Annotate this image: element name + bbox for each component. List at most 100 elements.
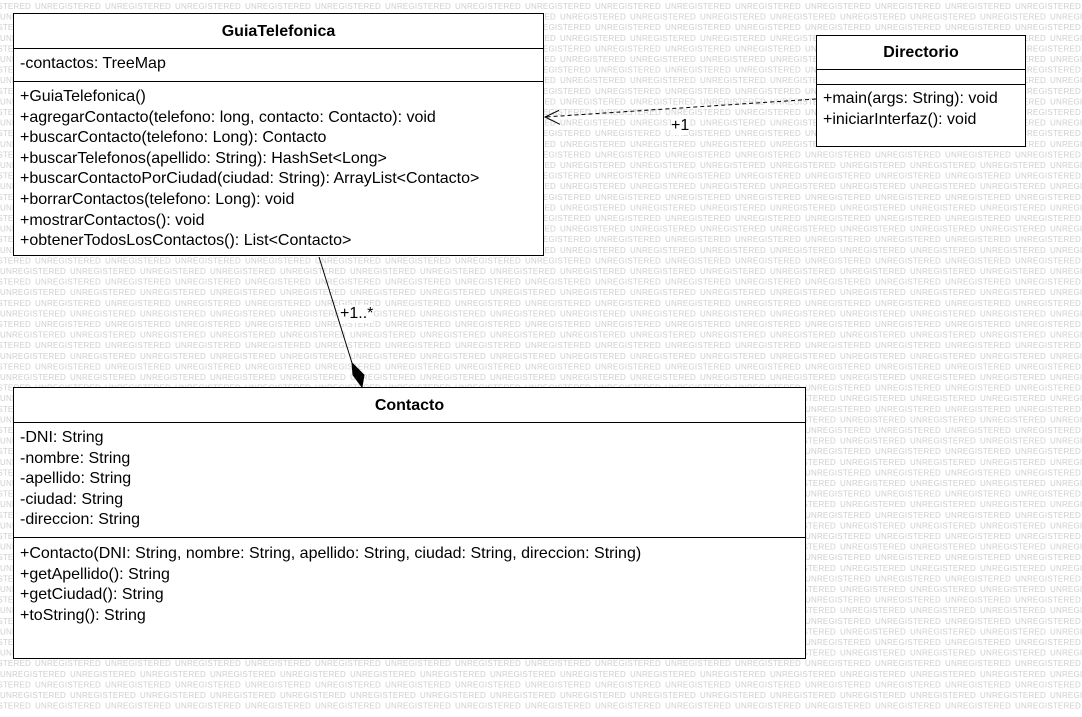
watermark-text: UNREGISTERED xyxy=(630,309,696,318)
watermark-text: UNREGISTERED xyxy=(455,2,521,11)
watermark-text: UNREGISTERED xyxy=(385,341,451,350)
watermark-text: UNREGISTERED xyxy=(175,2,241,11)
watermark-text: UNREGISTERED xyxy=(1015,405,1081,414)
watermark-text: UNREGISTERED xyxy=(945,405,1011,414)
watermark-text: UNREGISTERED xyxy=(1050,437,1082,446)
watermark-text: UNREGISTERED xyxy=(945,193,1011,202)
watermark-text: UNREGISTERED xyxy=(910,309,976,318)
watermark-text: UNREGISTERED xyxy=(840,246,906,255)
watermark-text: UNREGISTERED xyxy=(385,702,451,711)
class-contacto[interactable]: Contacto -DNI: String-nombre: String-ape… xyxy=(13,387,806,659)
watermark-text: UNREGISTERED xyxy=(0,341,31,350)
class-guia-telefonica[interactable]: GuiaTelefonica -contactos: TreeMap +Guia… xyxy=(13,13,544,256)
watermark-text: UNREGISTERED xyxy=(805,256,871,265)
watermark-text: UNREGISTERED xyxy=(280,352,346,361)
watermark-text: UNREGISTERED xyxy=(175,341,241,350)
watermark-text: UNREGISTERED xyxy=(595,172,661,181)
watermark-text: UNREGISTERED xyxy=(1015,2,1081,11)
watermark-text: UNREGISTERED xyxy=(945,256,1011,265)
watermark-text: UNREGISTERED xyxy=(910,437,976,446)
dependency-line[interactable] xyxy=(544,98,817,118)
watermark-text: UNREGISTERED xyxy=(1050,627,1082,636)
watermark-text: UNREGISTERED xyxy=(945,680,1011,689)
watermark-text: UNREGISTERED xyxy=(770,13,836,22)
watermark-text: UNREGISTERED xyxy=(1050,352,1082,361)
watermark-text: UNREGISTERED xyxy=(945,341,1011,350)
watermark-text: UNREGISTERED xyxy=(700,288,766,297)
watermark-text: UNREGISTERED xyxy=(735,108,801,117)
watermark-text: UNREGISTERED xyxy=(945,23,1011,32)
attributes-directorio xyxy=(817,70,1025,85)
watermark-text: UNREGISTERED xyxy=(910,670,976,679)
watermark-text: UNREGISTERED xyxy=(840,543,906,552)
watermark-text: UNREGISTERED xyxy=(525,299,591,308)
watermark-text: UNREGISTERED xyxy=(840,479,906,488)
watermark-text: UNREGISTERED xyxy=(1050,161,1082,170)
watermark-text: UNREGISTERED xyxy=(630,267,696,276)
watermark-text: UNREGISTERED xyxy=(735,129,801,138)
watermark-text: UNREGISTERED xyxy=(525,320,591,329)
watermark-text: UNREGISTERED xyxy=(1015,362,1081,371)
watermark-text: UNREGISTERED xyxy=(595,87,661,96)
watermark-text: UNREGISTERED xyxy=(700,203,766,212)
watermark-text: UNREGISTERED xyxy=(735,172,801,181)
attribute-contacto: -ciudad: String xyxy=(20,490,124,508)
watermark-text: UNREGISTERED xyxy=(525,256,591,265)
watermark-text: UNREGISTERED xyxy=(805,468,871,477)
watermark-text: UNREGISTERED xyxy=(910,479,976,488)
watermark-text: UNREGISTERED xyxy=(1050,140,1082,149)
watermark-text: UNREGISTERED xyxy=(630,373,696,382)
watermark-text: UNREGISTERED xyxy=(0,288,66,297)
attribute-contacto: -apellido: String xyxy=(20,470,132,488)
watermark-text: UNREGISTERED xyxy=(875,235,941,244)
watermark-text: UNREGISTERED xyxy=(980,670,1046,679)
watermark-text: UNREGISTERED xyxy=(945,468,1011,477)
watermark-text: UNREGISTERED xyxy=(630,55,696,64)
operation-contacto: +toString(): String xyxy=(20,606,146,624)
watermark-text: UNREGISTERED xyxy=(700,140,766,149)
watermark-text: UNREGISTERED xyxy=(350,373,416,382)
watermark-text: UNREGISTERED xyxy=(525,362,591,371)
watermark-text: UNREGISTERED xyxy=(840,585,906,594)
watermark-text: UNREGISTERED xyxy=(980,352,1046,361)
watermark-text: UNREGISTERED xyxy=(595,659,661,668)
watermark-text: UNREGISTERED xyxy=(490,670,556,679)
watermark-text: UNREGISTERED xyxy=(1050,309,1082,318)
watermark-text: UNREGISTERED xyxy=(630,691,696,700)
watermark-text: UNREGISTERED xyxy=(770,691,836,700)
watermark-text: UNREGISTERED xyxy=(945,659,1011,668)
watermark-text: UNREGISTERED xyxy=(280,691,346,700)
class-directorio[interactable]: Directorio +main(args: String): void+ini… xyxy=(816,35,1026,147)
watermark-text: UNREGISTERED xyxy=(665,2,731,11)
watermark-text: UNREGISTERED xyxy=(840,521,906,530)
operation-guia-telefonica: +obtenerTodosLosContactos(): List<Contac… xyxy=(20,232,352,250)
watermark-text: UNREGISTERED xyxy=(315,341,381,350)
watermark-text: UNREGISTERED xyxy=(0,331,66,340)
operation-guia-telefonica: +borrarContactos(telefono: Long): void xyxy=(20,190,295,208)
watermark-text: UNREGISTERED xyxy=(560,670,626,679)
watermark-text: UNREGISTERED xyxy=(1050,500,1082,509)
watermark-text: UNREGISTERED xyxy=(1050,479,1082,488)
attribute-contacto: -DNI: String xyxy=(20,429,104,446)
watermark-text: UNREGISTERED xyxy=(875,490,941,499)
watermark-text: UNREGISTERED xyxy=(1050,13,1082,22)
watermark-text: UNREGISTERED xyxy=(0,691,66,700)
watermark-text: UNREGISTERED xyxy=(490,267,556,276)
watermark-text: UNREGISTERED xyxy=(1050,76,1082,85)
watermark-text: UNREGISTERED xyxy=(875,447,941,456)
watermark-text: UNREGISTERED xyxy=(595,150,661,159)
watermark-text: UNREGISTERED xyxy=(35,320,101,329)
watermark-text: UNREGISTERED xyxy=(455,341,521,350)
watermark-text: UNREGISTERED xyxy=(980,331,1046,340)
watermark-text: UNREGISTERED xyxy=(770,670,836,679)
watermark-text: UNREGISTERED xyxy=(630,225,696,234)
watermark-text: UNREGISTERED xyxy=(910,161,976,170)
watermark-text: UNREGISTERED xyxy=(105,278,171,287)
watermark-text: UNREGISTERED xyxy=(1050,670,1082,679)
watermark-text: UNREGISTERED xyxy=(0,309,66,318)
watermark-text: UNREGISTERED xyxy=(945,553,1011,562)
watermark-text: UNREGISTERED xyxy=(105,299,171,308)
watermark-text: UNREGISTERED xyxy=(0,373,66,382)
watermark-text: UNREGISTERED xyxy=(1050,34,1082,43)
operation-guia-telefonica: +buscarContactoPorCiudad(ciudad: String)… xyxy=(20,170,480,188)
